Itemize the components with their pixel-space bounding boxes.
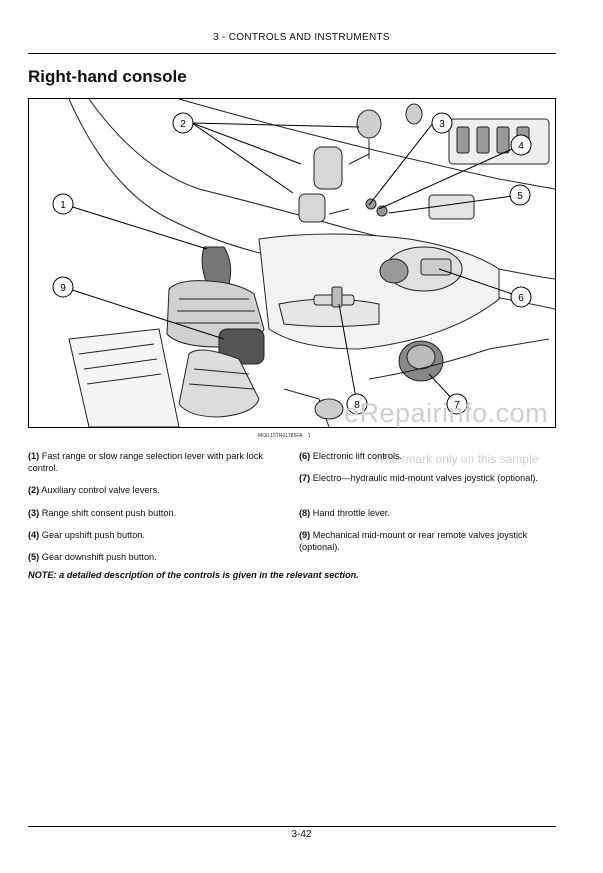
- leader-lines: [62, 122, 522, 405]
- callout-label-4: 4: [518, 141, 524, 152]
- footer-rule: [28, 826, 556, 827]
- callout-9: [52, 276, 74, 298]
- callout-label-8: 8: [354, 400, 360, 411]
- description-8: (8) Hand throttle lever.: [299, 508, 390, 518]
- header-rule: [28, 53, 556, 54]
- callout-4: [510, 134, 532, 156]
- callout-label-1: 1: [60, 200, 66, 211]
- description-1: (1) Fast range or slow range selection l…: [28, 451, 263, 473]
- description-9: (9) Mechanical mid-mount or rear remote …: [299, 530, 528, 552]
- figure-code: MOIL15TR01785FA 1: [258, 433, 311, 439]
- callout-5: [509, 184, 531, 206]
- callout-1: [52, 193, 74, 215]
- console-illustration: 2 3 4 5 1 9 6 7 8: [28, 98, 556, 428]
- callout-6: [510, 286, 532, 308]
- description-3: (3) Range shift consent push button.: [28, 508, 177, 518]
- description-6: (6) Electronic lift controls.: [299, 451, 403, 461]
- description-2: (2) Auxiliary control valve levers.: [28, 485, 160, 495]
- page-number: 3-42: [291, 829, 312, 840]
- watermark-notice: Watermark only on this sample: [374, 452, 539, 466]
- page-title: Right-hand console: [28, 67, 187, 86]
- description-5: (5) Gear downshift push button.: [28, 552, 157, 562]
- watermark-site: eRepairinfo.com: [344, 398, 549, 428]
- callout-label-3: 3: [439, 119, 445, 130]
- callout-label-2: 2: [180, 119, 186, 130]
- callout-label-9: 9: [60, 283, 66, 294]
- callout-8: [346, 393, 368, 415]
- console-drawing: 2 3 4 5 1 9 6 7 8: [52, 99, 555, 427]
- description-4: (4) Gear upshift push button.: [28, 530, 145, 540]
- callout-label-6: 6: [518, 293, 524, 304]
- callout-7: [446, 393, 468, 415]
- callout-label-7: 7: [454, 400, 460, 411]
- figure-code-suffix: 1: [307, 433, 311, 439]
- callout-label-5: 5: [517, 191, 523, 202]
- figure-code-id: MOIL15TR01785FA: [258, 433, 303, 439]
- callout-3: [431, 112, 453, 134]
- description-7: (7) Electro—hydraulic mid-mount valves j…: [299, 473, 538, 483]
- note-text: NOTE: a detailed description of the cont…: [28, 570, 359, 580]
- page-header: 3 - CONTROLS AND INSTRUMENTS: [213, 32, 390, 43]
- callout-2: [172, 112, 194, 134]
